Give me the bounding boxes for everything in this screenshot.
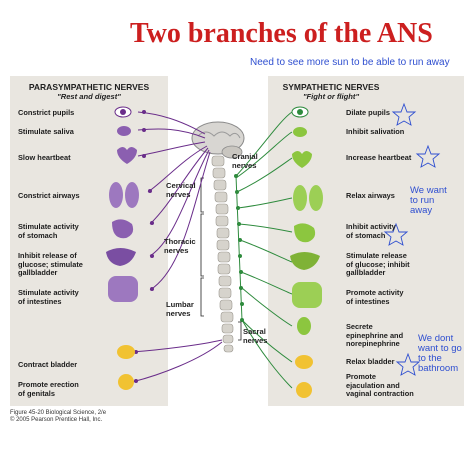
star-icon: [383, 222, 409, 246]
symp-bladder-icon: [295, 355, 313, 369]
cerebellum-icon: [221, 145, 243, 159]
parasympathetic-ganglia: [134, 110, 154, 383]
symp-genitals-icon: [296, 382, 312, 398]
symp-effect-salivation: Inhibit salivation: [346, 127, 405, 136]
symp-eye-icon: [291, 106, 309, 118]
sympathetic-subheader: "Fight or flight": [302, 92, 360, 101]
symp-effect-heartbeat: Increase heartbeat: [346, 153, 412, 162]
para-liver-icon: [106, 248, 136, 266]
symp-effect-airways: Relax airways: [346, 191, 395, 200]
symp-heart-icon: [292, 151, 312, 168]
para-lungs-icon: [109, 182, 139, 208]
symp-effect-intestines: Promote activity of intestines: [346, 288, 404, 306]
figure-caption: Figure 45-20 Biological Science, 2/e © 2…: [10, 410, 106, 424]
lumbar-nerves-label: Lumbar nerves: [166, 300, 194, 318]
para-intestines-icon: [108, 276, 138, 302]
para-effect-heartbeat: Slow heartbeat: [18, 153, 71, 162]
handwritten-note-top: Need to see more sun to be able to run a…: [250, 57, 450, 68]
spinal-cord: [211, 155, 234, 353]
para-effect-genitals: Promote erection of genitals: [18, 380, 79, 398]
page-title: Two branches of the ANS: [130, 18, 433, 49]
handwritten-note-bathroom: We dont want to go to the bathroom: [418, 333, 462, 374]
thoracic-nerves-label: Thoracic nerves: [164, 237, 196, 255]
para-stomach-icon: [112, 219, 134, 239]
handwritten-note-run-away: We want to run away: [410, 185, 447, 216]
symp-adrenal-icon: [297, 317, 311, 335]
caption-line-1: Figure 45-20 Biological Science, 2/e: [10, 410, 107, 416]
para-bladder-icon: [117, 345, 135, 359]
symp-intestines-icon: [292, 282, 322, 308]
sympathetic-nerves: [235, 111, 293, 389]
symp-effect-stomach: Inhibit activity of stomach: [346, 222, 396, 240]
para-eye-icon: [114, 106, 132, 118]
star-doodles: [383, 102, 441, 376]
star-icon: [391, 102, 417, 126]
symp-liver-icon: [290, 252, 320, 270]
para-effect-airways: Constrict airways: [18, 191, 80, 200]
symp-lungs-icon: [293, 185, 323, 211]
symp-effect-adrenal: Secrete epinephrine and norepinephrine: [346, 322, 404, 349]
para-effect-bladder: Contract bladder: [18, 360, 78, 369]
para-salivary-icon: [117, 126, 131, 136]
parasympathetic-header: PARASYMPATHETIC NERVES: [28, 82, 150, 92]
para-effect-stomach: Stimulate activity of stomach: [18, 222, 79, 240]
symp-effect-genitals: Promote ejaculation and vaginal contract…: [346, 372, 414, 399]
para-heart-icon: [117, 147, 137, 164]
symp-effect-glucose: Stimulate release of glucose; inhibit ga…: [346, 251, 410, 278]
symp-effect-pupils: Dilate pupils: [346, 108, 390, 117]
para-effect-pupils: Constrict pupils: [18, 108, 75, 117]
para-effect-glucose: Inhibit release of glucose; stimulate ga…: [18, 251, 83, 278]
cranial-nerves-label: Cranial nerves: [232, 152, 258, 170]
star-icon: [415, 144, 441, 168]
star-icon: [395, 352, 421, 376]
sacral-nerves-label: Sacral nerves: [243, 327, 268, 345]
symp-salivary-icon: [293, 127, 307, 137]
symp-effect-bladder: Relax bladder: [346, 357, 395, 366]
para-effect-intestines: Stimulate activity of intestines: [18, 288, 79, 306]
parasympathetic-subheader: "Rest and digest": [57, 92, 121, 101]
symp-stomach-icon: [294, 223, 316, 243]
sympathetic-header: SYMPATHETIC NERVES: [282, 82, 380, 92]
cervical-nerves-label: Cervical nerves: [166, 181, 196, 199]
caption-line-2: © 2005 Pearson Prentice Hall, Inc.: [10, 417, 103, 423]
para-genitals-icon: [118, 374, 134, 390]
para-effect-saliva: Stimulate saliva: [18, 127, 74, 136]
